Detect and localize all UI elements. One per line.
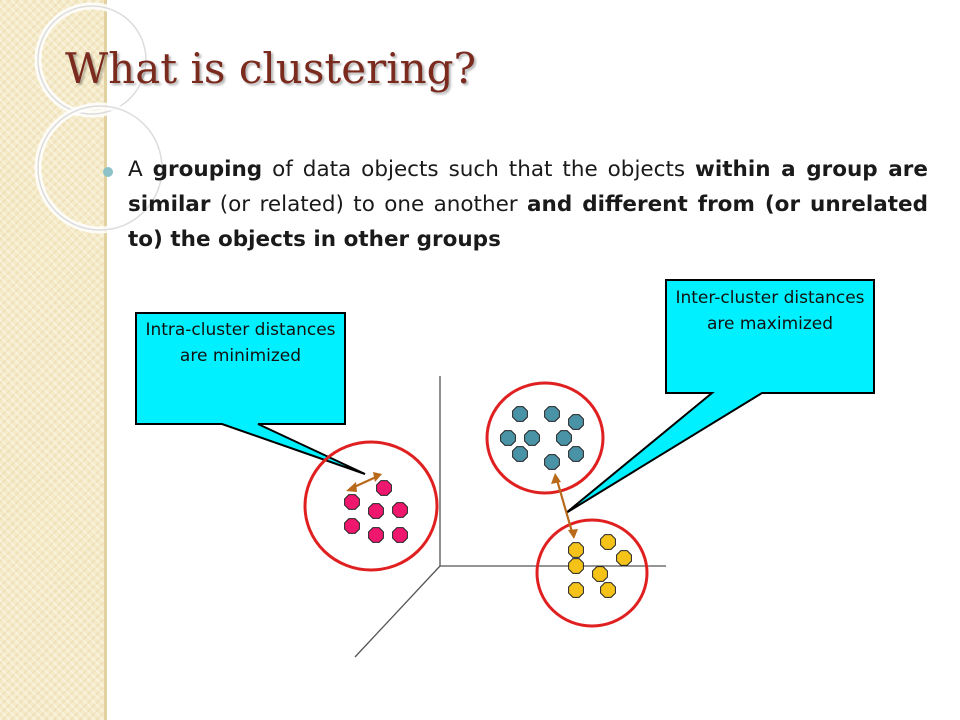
inter-distance-arrow — [555, 479, 574, 533]
bullet-text-run: grouping — [152, 157, 263, 182]
arrowhead — [551, 473, 561, 484]
distance-arrows — [346, 472, 578, 539]
inter-callout-bubble — [565, 279, 875, 514]
data-point-pink — [344, 518, 360, 534]
data-point-yellow — [600, 534, 616, 550]
data-point-yellow — [568, 582, 584, 598]
data-point-pink — [376, 480, 392, 496]
cluster-circle-teal — [485, 381, 605, 495]
intra-callout-bubble — [135, 312, 366, 475]
data-point-yellow — [616, 550, 632, 566]
z-axis — [354, 565, 441, 658]
cluster-circles — [303, 381, 649, 628]
side-band-edge — [104, 0, 107, 720]
decorative-side-band — [0, 0, 106, 720]
cluster-circle-yellow — [535, 518, 649, 628]
data-point-teal — [556, 430, 572, 446]
data-point-teal — [512, 446, 528, 462]
intra-callout-label: Intra-cluster distances are minimized — [145, 320, 336, 366]
arrowhead — [568, 529, 578, 539]
data-point-yellow — [568, 542, 584, 558]
bullet-icon — [103, 167, 113, 177]
inter-callout-label: Inter-cluster distances are maximized — [675, 288, 865, 334]
decorative-ring — [37, 105, 163, 231]
data-points — [344, 406, 632, 598]
bullet-text-run: within a group are similar — [128, 157, 928, 217]
data-point-yellow — [568, 558, 584, 574]
data-point-pink — [344, 494, 360, 510]
bullet-text: A grouping of data objects such that the… — [128, 152, 928, 257]
bullet-text-run: of data objects such that the objects — [262, 157, 696, 182]
data-point-yellow — [592, 566, 608, 582]
data-point-teal — [568, 446, 584, 462]
data-point-pink — [368, 527, 384, 543]
data-point-pink — [368, 503, 384, 519]
data-point-teal — [524, 430, 540, 446]
page-title: What is clustering? — [65, 44, 477, 93]
decorative-ring — [37, 5, 147, 115]
data-point-teal — [512, 406, 528, 422]
data-point-pink — [392, 527, 408, 543]
decorative-rings — [34, 2, 166, 234]
axes — [354, 376, 666, 658]
arrowhead — [346, 482, 357, 492]
bullet-text-run: (or related) to one another — [210, 192, 527, 217]
data-point-yellow — [600, 582, 616, 598]
bullet-text-run: and different from (or unrelated to) the… — [128, 192, 928, 252]
data-point-teal — [544, 406, 560, 422]
data-point-teal — [500, 430, 516, 446]
arrowhead — [373, 472, 382, 482]
data-point-teal — [544, 454, 560, 470]
data-point-teal — [568, 414, 584, 430]
cluster-circle-pink — [303, 440, 439, 572]
bullet-text-run: A — [128, 157, 153, 182]
data-point-pink — [392, 502, 408, 518]
